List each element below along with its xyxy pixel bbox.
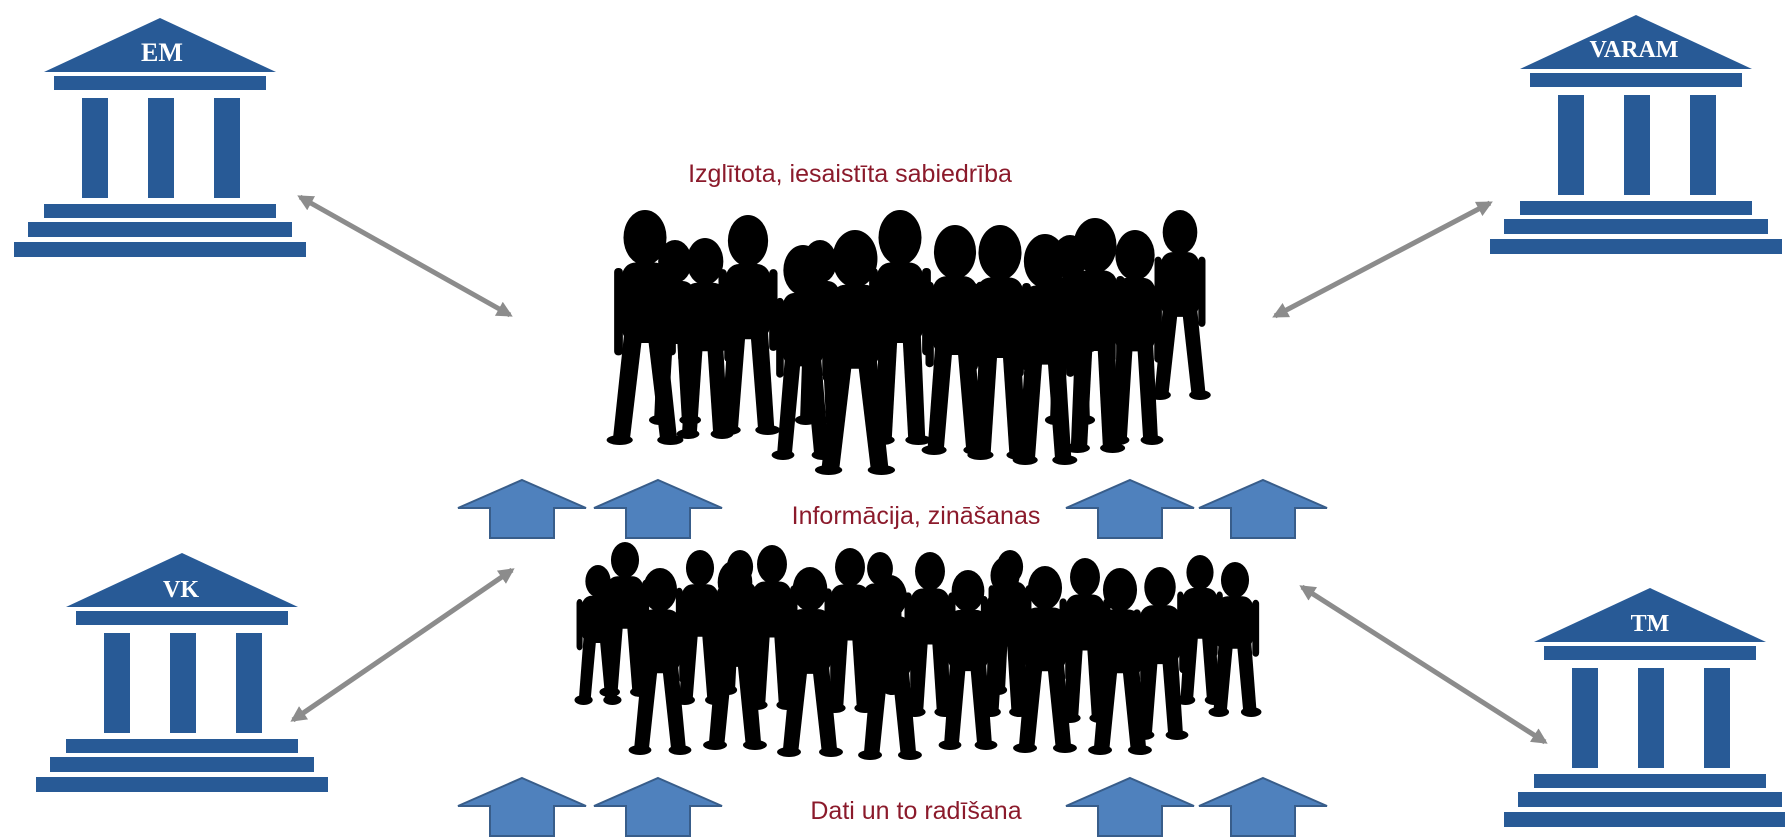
crowd-silhouette-lower <box>574 542 1262 760</box>
building-vk-label: VK <box>163 577 199 603</box>
up-arrows-lower <box>457 776 1328 837</box>
building-entablature <box>54 76 266 90</box>
building-entablature <box>1530 73 1742 87</box>
building-roof <box>1534 588 1766 642</box>
building-column <box>1624 95 1650 195</box>
building-step <box>44 204 276 218</box>
building-column <box>236 633 262 733</box>
building-tm-label: TM <box>1631 611 1670 637</box>
connector-vk-data <box>290 567 515 723</box>
building-column <box>1572 668 1598 768</box>
building-step <box>1504 219 1768 234</box>
person-silhouette <box>1149 210 1211 400</box>
up-arrow <box>1198 478 1328 539</box>
up-arrow <box>1198 776 1328 837</box>
building-step <box>66 739 298 753</box>
connector-tm-data <box>1299 584 1548 745</box>
connector-em-society <box>297 194 513 318</box>
building-em-label: EM <box>141 38 183 67</box>
up-arrow <box>457 776 587 837</box>
building-em <box>14 18 306 257</box>
building-step <box>1520 201 1752 215</box>
caption-data: Dati un to radīšana <box>810 797 1022 825</box>
building-column <box>1690 95 1716 195</box>
up-arrow <box>1065 776 1195 837</box>
building-entablature <box>76 611 288 625</box>
caption-information: Informācija, zināšanas <box>791 502 1041 530</box>
building-column <box>104 633 130 733</box>
building-step <box>28 222 292 237</box>
building-step <box>1518 792 1782 807</box>
building-roof <box>66 553 298 607</box>
building-column <box>170 633 196 733</box>
person-silhouette <box>1208 562 1262 717</box>
up-arrow <box>593 478 723 539</box>
person-silhouette <box>858 552 902 695</box>
up-arrows-upper <box>457 478 1328 539</box>
person-silhouette <box>718 550 762 695</box>
building-step <box>1504 812 1785 827</box>
caption-society: Izglītota, iesaistīta sabiedrība <box>688 160 1012 188</box>
person-silhouette <box>1131 567 1189 740</box>
building-step <box>36 777 328 792</box>
person-silhouette <box>715 215 781 435</box>
building-varam <box>1490 15 1782 254</box>
building-column <box>82 98 108 198</box>
up-arrow <box>593 776 723 837</box>
person-silhouette <box>794 240 846 425</box>
building-varam-label: VARAM <box>1590 37 1679 63</box>
building-vk <box>36 553 328 792</box>
person-silhouette <box>1044 235 1096 425</box>
building-step <box>1534 774 1766 788</box>
building-roof <box>1520 15 1752 69</box>
building-column <box>214 98 240 198</box>
building-column <box>1638 668 1664 768</box>
up-arrow <box>457 478 587 539</box>
building-column <box>148 98 174 198</box>
building-entablature <box>1544 646 1756 660</box>
connector-varam-society <box>1272 200 1493 319</box>
building-column <box>1558 95 1584 195</box>
building-roof <box>44 18 276 72</box>
person-silhouette <box>1106 230 1164 445</box>
person-silhouette <box>868 210 932 445</box>
person-silhouette <box>988 550 1032 695</box>
building-step <box>14 242 306 257</box>
building-step <box>1490 239 1782 254</box>
building-tm <box>1504 588 1785 827</box>
building-column <box>1704 668 1730 768</box>
person-silhouette <box>648 240 702 425</box>
building-step <box>50 757 314 772</box>
person-silhouette <box>606 210 684 445</box>
up-arrow <box>1065 478 1195 539</box>
person-silhouette <box>938 570 998 750</box>
crowd-silhouette-upper <box>606 210 1211 475</box>
